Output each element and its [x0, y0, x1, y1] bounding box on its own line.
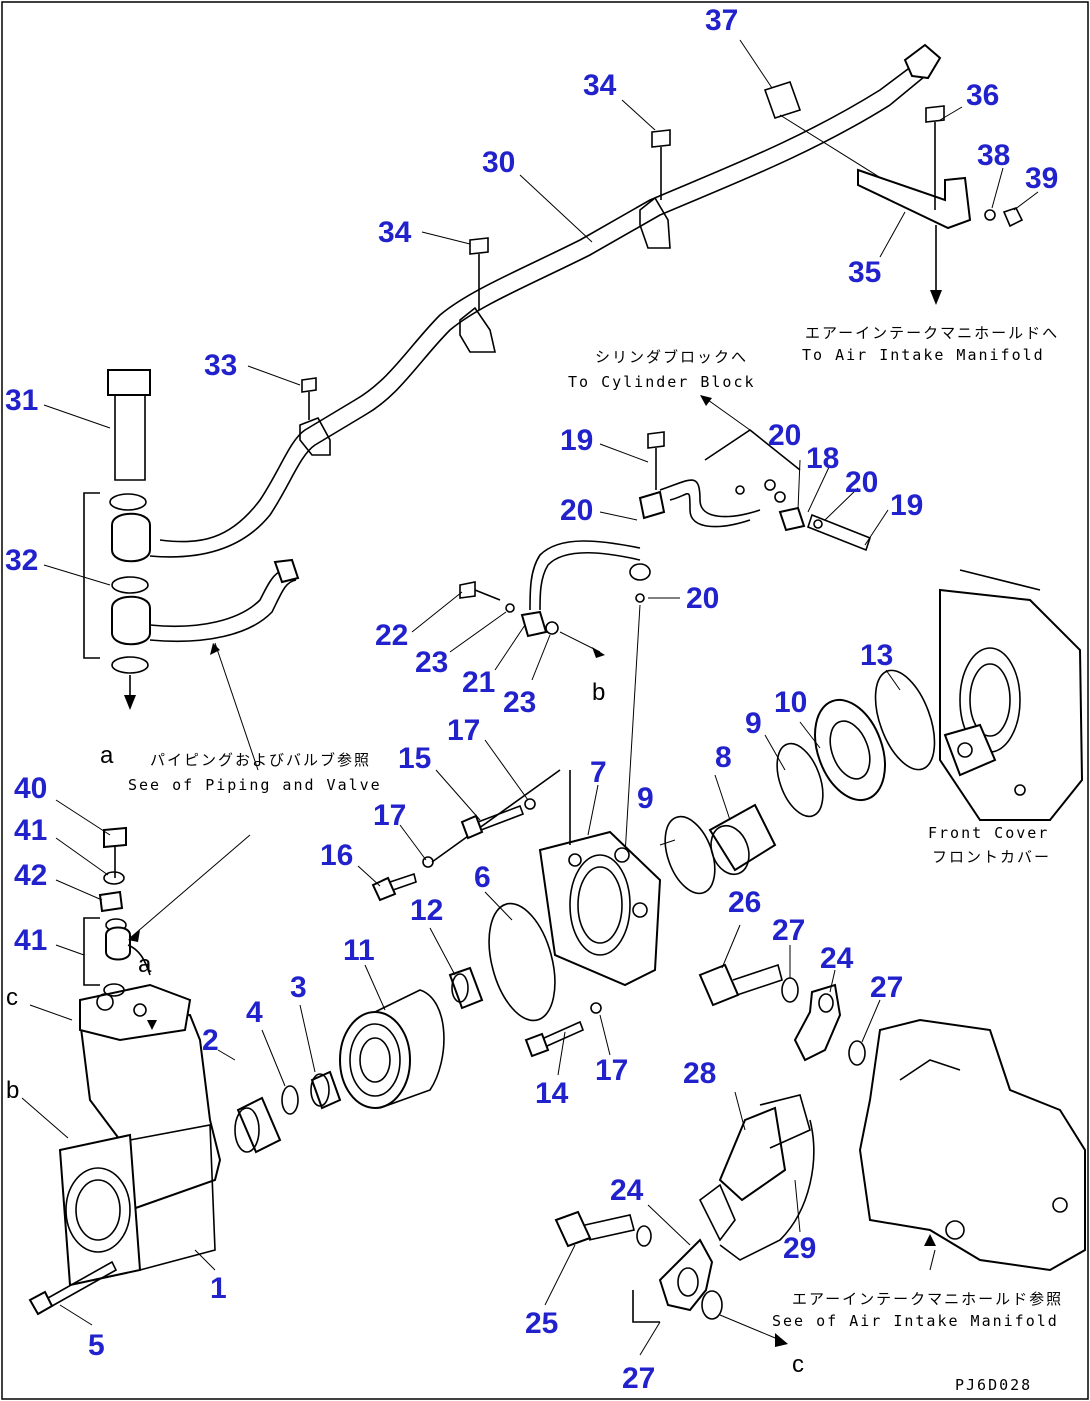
callout-19b: 19: [890, 489, 923, 522]
note-cyl-block-jp: シリンダブロックへ: [595, 348, 748, 366]
callout-32: 32: [5, 544, 38, 577]
callout-16: 16: [320, 839, 353, 872]
callout-labels: 37 34 36 30 38 39 34 35 33 31 19 20 18 2…: [5, 4, 1058, 1395]
callout-27: 27: [772, 914, 805, 947]
callout-9: 9: [745, 707, 762, 740]
callout-6: 6: [474, 861, 491, 894]
ref-b-1: b: [592, 679, 605, 706]
annotation-notes: エアーインテークマニホールドへ To Air Intake Manifold シ…: [128, 324, 1063, 1394]
callout-40: 40: [14, 772, 47, 805]
callout-27b: 27: [870, 971, 903, 1004]
note-see-air-jp: エアーインテークマニホールド参照: [792, 1290, 1063, 1308]
note-piping-jp: パイピングおよびバルブ参照: [150, 751, 371, 769]
callout-12: 12: [410, 894, 443, 927]
ref-c-2: c: [792, 1351, 804, 1378]
cylinder-block-pipe: [459, 395, 871, 856]
drawing-code: PJ6D028: [955, 1376, 1032, 1394]
callout-31: 31: [5, 384, 38, 417]
callout-17c: 17: [595, 1054, 628, 1087]
callout-7: 7: [590, 756, 607, 789]
callout-8: 8: [715, 741, 732, 774]
ref-b-2: b: [6, 1077, 19, 1104]
callout-9b: 9: [637, 782, 654, 815]
note-see-air-en: See of Air Intake Manifold: [772, 1312, 1059, 1330]
drive-gear-parts: [234, 966, 484, 1154]
callout-23b: 23: [503, 686, 536, 719]
callout-13: 13: [860, 639, 893, 672]
callout-5: 5: [88, 1329, 105, 1362]
callout-4: 4: [246, 996, 263, 1029]
callout-19: 19: [560, 424, 593, 457]
note-piping-en: See of Piping and Valve: [128, 776, 382, 794]
callout-10: 10: [774, 686, 807, 719]
compressor-top-fittings: [83, 642, 259, 997]
air-pipe-assembly: [149, 43, 1024, 558]
callout-2: 2: [202, 1024, 219, 1057]
callout-42: 42: [14, 859, 47, 892]
leader-lines: [21, 39, 1039, 1356]
callout-39: 39: [1025, 162, 1058, 195]
elbow-fittings: [554, 963, 1086, 1347]
note-air-intake-en: To Air Intake Manifold: [802, 346, 1045, 364]
banjo-bolt-stack: [83, 369, 300, 710]
callout-17b: 17: [373, 799, 406, 832]
callout-29: 29: [783, 1232, 816, 1265]
callout-20d: 20: [686, 582, 719, 615]
callout-30: 30: [482, 146, 515, 179]
callout-21: 21: [462, 666, 495, 699]
note-front-cover-en: Front Cover: [928, 824, 1049, 842]
ref-c-1: c: [6, 984, 18, 1011]
gear-housing: [371, 769, 662, 1058]
callout-24: 24: [820, 942, 854, 975]
callout-24b: 24: [610, 1174, 644, 1207]
callout-36: 36: [966, 79, 999, 112]
front-gear-parts: [664, 569, 1084, 895]
callout-37: 37: [705, 4, 738, 37]
callout-22: 22: [375, 619, 408, 652]
reference-letters: a a b b c c: [6, 679, 804, 1378]
callout-20c: 20: [560, 494, 593, 527]
callout-41: 41: [14, 814, 47, 847]
callout-23: 23: [415, 646, 448, 679]
callout-28: 28: [683, 1057, 716, 1090]
callout-14: 14: [535, 1077, 569, 1110]
callout-35: 35: [848, 256, 881, 289]
note-cyl-block-en: To Cylinder Block: [568, 373, 756, 391]
callout-38: 38: [977, 139, 1010, 172]
callout-20b: 20: [845, 466, 878, 499]
callout-26: 26: [728, 886, 761, 919]
callout-20: 20: [768, 419, 801, 452]
ref-a-1: a: [100, 742, 114, 769]
callout-18: 18: [806, 442, 839, 475]
air-compressor: [28, 983, 222, 1316]
ref-a-2: a: [138, 951, 152, 978]
callout-27c: 27: [622, 1362, 655, 1395]
callout-33: 33: [204, 349, 237, 382]
callout-15: 15: [398, 742, 431, 775]
callout-34b: 34: [378, 216, 412, 249]
note-front-cover-jp: フロントカバー: [932, 848, 1051, 866]
callout-34: 34: [583, 69, 617, 102]
callout-3: 3: [290, 971, 307, 1004]
callout-11: 11: [343, 934, 375, 967]
callout-1: 1: [210, 1272, 227, 1305]
note-air-intake-jp: エアーインテークマニホールドへ: [805, 324, 1059, 342]
callout-25: 25: [525, 1307, 558, 1340]
callout-17: 17: [447, 714, 480, 747]
callout-41b: 41: [14, 924, 47, 957]
